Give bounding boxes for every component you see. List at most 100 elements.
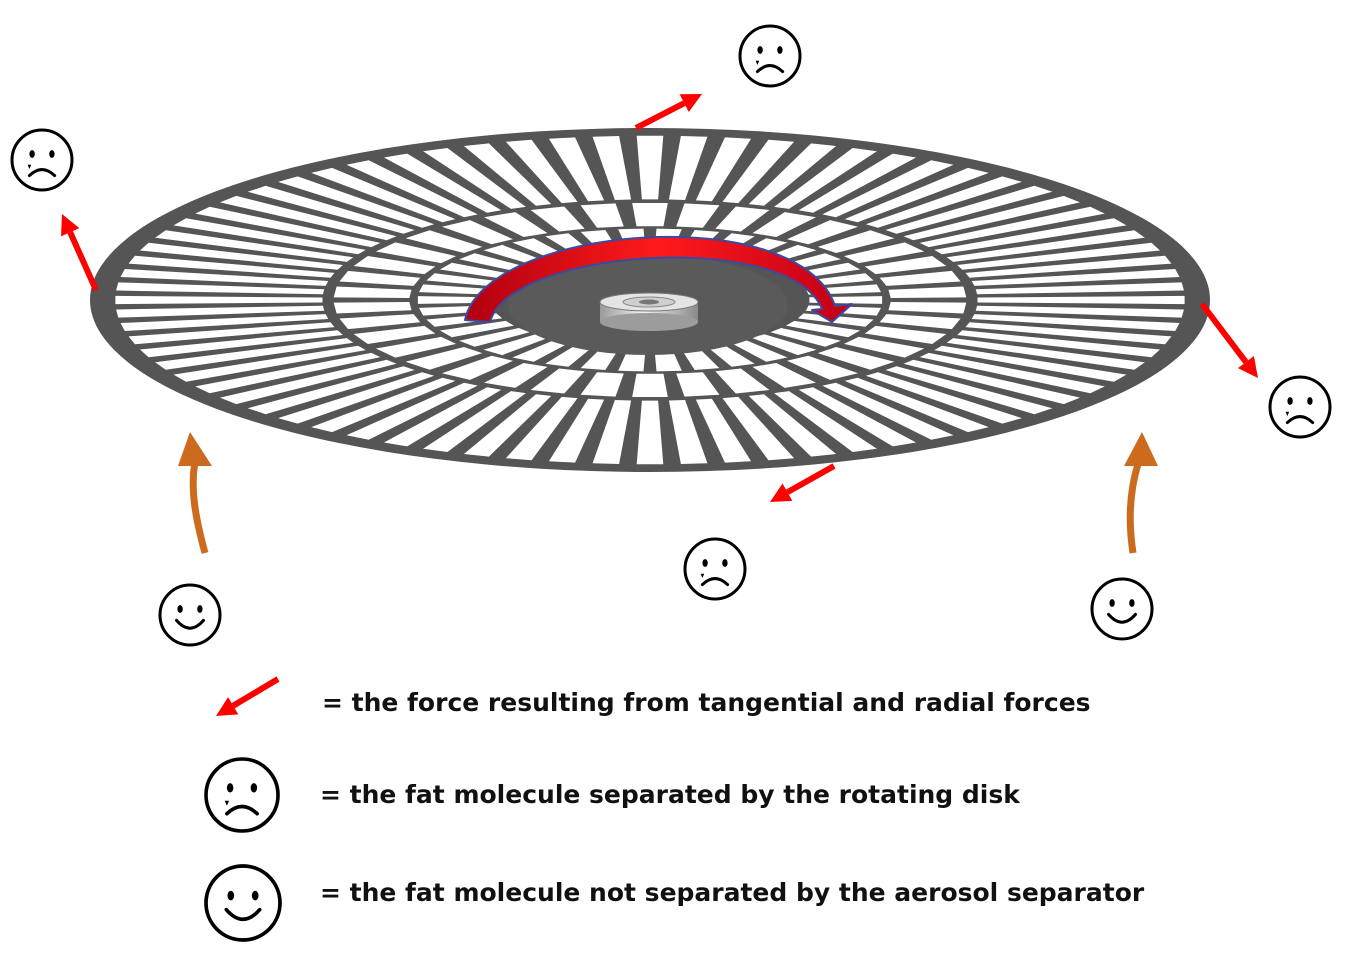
disk-slot	[975, 305, 1184, 318]
disk-slot	[843, 336, 925, 358]
disk-slot	[946, 338, 1145, 370]
disk-slot	[632, 373, 668, 397]
disk-slot	[975, 282, 1184, 295]
disk-slot	[715, 368, 770, 394]
disk-slot	[774, 391, 877, 452]
force-arrow-icon	[216, 676, 280, 716]
force-arrow-icon	[1199, 302, 1258, 378]
disk-slot	[120, 314, 329, 331]
disk-slot	[383, 153, 502, 213]
disk-slot	[419, 284, 495, 295]
disk-slot	[346, 382, 478, 440]
sad-face-icon	[10, 128, 74, 192]
disk-slot	[530, 206, 585, 232]
disk-slot	[668, 400, 708, 464]
disk-slot	[822, 382, 954, 440]
smiley-face-icon	[158, 583, 222, 647]
disk-slot	[636, 400, 664, 465]
disk-slot	[885, 185, 1053, 234]
disk-slot	[748, 394, 837, 457]
disk-slot	[919, 206, 1105, 248]
disk-slot	[339, 314, 421, 330]
inflow-arrow-icon	[1124, 432, 1158, 554]
disk-slot	[844, 377, 989, 433]
rotating-disk	[90, 128, 1210, 472]
disk-slot	[441, 220, 513, 245]
disk-slot	[965, 255, 1172, 278]
disk-slot	[311, 377, 456, 433]
force-arrows	[61, 94, 1258, 502]
disk-slot	[116, 305, 325, 318]
disk-slot	[405, 230, 483, 253]
disk-slot	[748, 143, 837, 206]
disk-slot	[965, 322, 1172, 345]
disk-slot	[220, 359, 397, 405]
disk-slot	[545, 343, 594, 367]
disk-slot	[173, 218, 366, 255]
disk-slot	[423, 391, 526, 452]
disk-slot	[797, 313, 874, 327]
disk-slot	[548, 137, 605, 202]
disk-slot	[865, 372, 1022, 424]
disk-slot	[946, 230, 1145, 262]
disk-slot	[888, 286, 967, 298]
disk-slot	[278, 176, 435, 228]
disk-slot	[879, 314, 961, 330]
disk-slot	[383, 387, 502, 447]
disk-slot	[423, 148, 526, 209]
inflow-arrow-icon	[178, 432, 212, 554]
disk-slot	[971, 314, 1180, 331]
disk-slot	[957, 330, 1160, 358]
disk-slot	[128, 322, 335, 345]
disk-slot	[668, 136, 708, 200]
disk-slot	[787, 220, 859, 245]
disk-slot	[957, 242, 1160, 270]
disk-slot	[888, 302, 967, 314]
disk-slot	[676, 203, 720, 228]
disk-slot	[505, 396, 578, 461]
disk-slot	[116, 282, 325, 295]
disk-slot	[463, 143, 552, 206]
disk-slot	[676, 372, 720, 397]
disk-slot	[484, 212, 548, 237]
disk-slot	[774, 148, 877, 209]
disk-slot	[592, 400, 632, 464]
disk-slot	[439, 262, 514, 280]
disk-slot	[530, 368, 585, 394]
disk-slot	[375, 336, 457, 358]
disk-slot	[971, 269, 1180, 286]
disk-slot	[934, 218, 1127, 255]
disk-slot	[483, 334, 549, 356]
disk-slot	[463, 394, 552, 457]
sad-face-icon	[204, 757, 280, 833]
sad-face-icon	[1268, 375, 1332, 439]
disk-slot	[865, 176, 1022, 228]
disk-slot	[903, 359, 1080, 405]
disk-slot	[752, 212, 816, 237]
disk-slot	[484, 363, 548, 388]
force-arrow-icon	[770, 463, 836, 502]
disk-slot	[786, 320, 861, 338]
inflow-arrows	[178, 432, 1158, 554]
disk-slot	[695, 398, 752, 463]
disk-slot	[353, 325, 436, 344]
disk-slot	[459, 328, 530, 347]
disk-slot	[844, 167, 989, 223]
disk-slot	[729, 339, 788, 362]
disk-slot	[817, 230, 895, 253]
disk-slot	[120, 269, 329, 286]
disk-slot	[220, 195, 397, 241]
force-arrow-icon	[634, 94, 702, 131]
fat-molecules	[10, 24, 1332, 647]
disk-slot	[247, 185, 415, 234]
disk-slot	[864, 256, 947, 275]
disk-slot	[353, 256, 436, 275]
disk-slot	[751, 334, 817, 356]
disk-slot	[128, 255, 335, 278]
disk-slot	[173, 345, 366, 382]
disk-slot	[155, 230, 354, 262]
disk-slot	[247, 366, 415, 415]
disk-slot	[822, 160, 954, 218]
force-arrow-icon	[61, 214, 99, 292]
disk-slot	[706, 343, 755, 367]
